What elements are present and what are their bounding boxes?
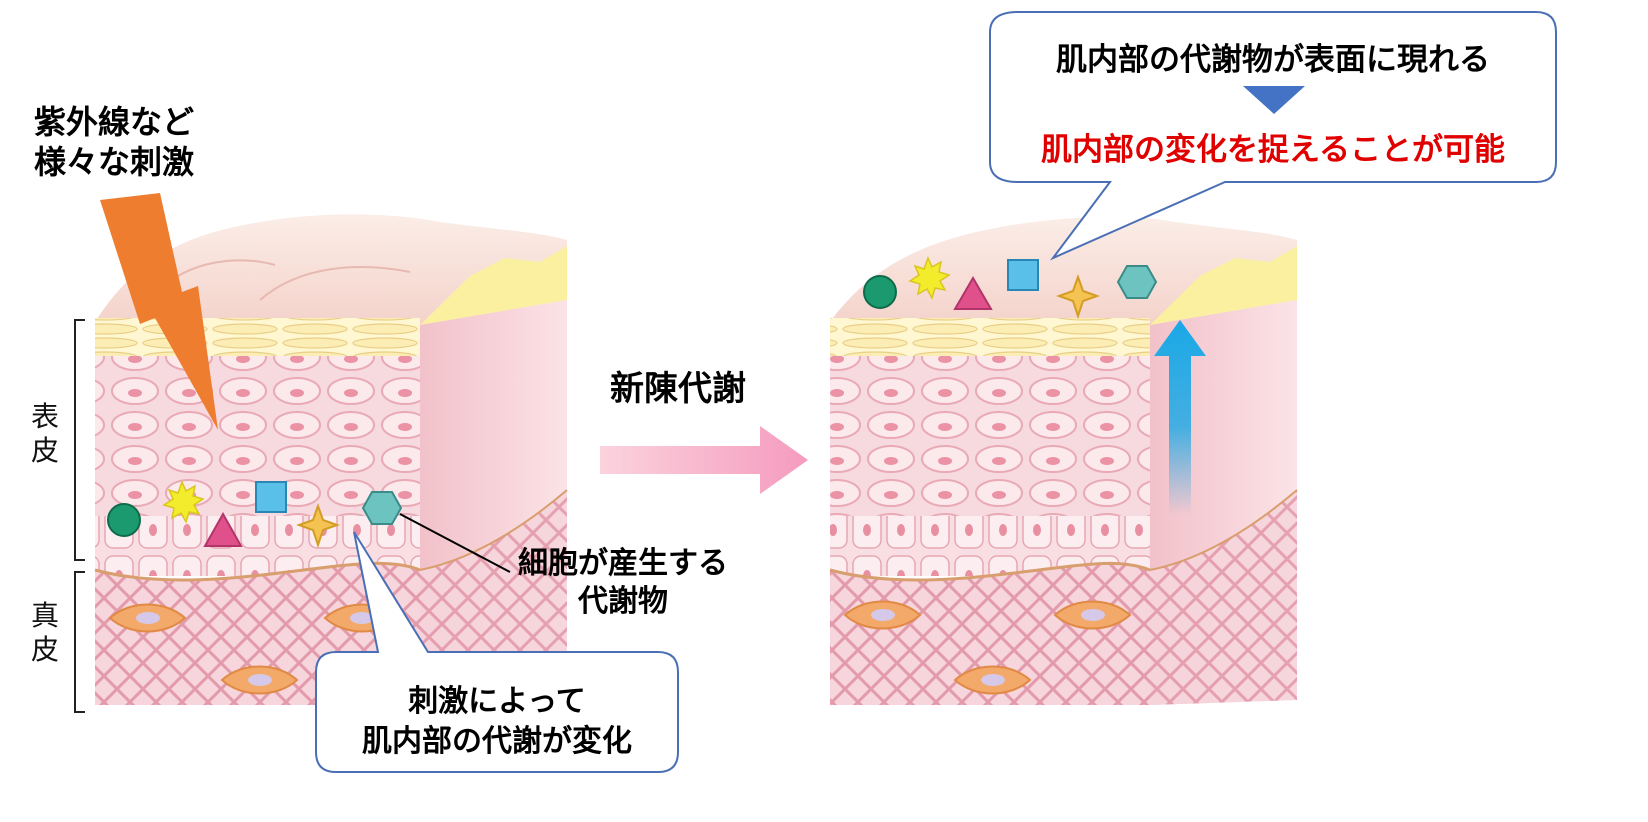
epidermis-bracket xyxy=(75,320,85,560)
change-bubble-line2: 肌内部の代謝が変化 xyxy=(316,716,678,760)
result-bubble-line1: 肌内部の代謝物が表面に現れる xyxy=(990,34,1556,79)
result-bubble-line2: 肌内部の変化を捉えることが可能 xyxy=(990,124,1556,169)
square-metabolite-icon xyxy=(1008,260,1038,290)
right-skin-block xyxy=(830,217,1297,705)
stimulus-label: 紫外線など 様々な刺激 xyxy=(34,102,194,182)
circle-metabolite-icon xyxy=(108,504,140,536)
metabolite-callout-line1: 細胞が産生する xyxy=(518,545,728,583)
epidermis-label: 表 皮 xyxy=(29,400,61,467)
epidermis-label-char2: 皮 xyxy=(29,434,61,468)
metabolite-callout-line2: 代謝物 xyxy=(518,583,728,621)
metabolite-callout: 細胞が産生する 代謝物 xyxy=(518,545,728,620)
process-label: 新陳代謝 xyxy=(610,368,746,411)
hexagon-metabolite-icon xyxy=(1118,266,1156,298)
epidermis-label-char1: 表 xyxy=(29,400,61,434)
dermis-label-char2: 皮 xyxy=(29,633,61,667)
dermis-label: 真 皮 xyxy=(29,599,61,666)
circle-metabolite-icon xyxy=(864,276,896,308)
change-bubble-line1: 刺激によって xyxy=(316,676,678,720)
hexagon-metabolite-icon xyxy=(363,492,401,524)
stimulus-label-line2: 様々な刺激 xyxy=(34,142,194,182)
pink-right-arrow-icon xyxy=(600,426,808,494)
dermis-bracket xyxy=(75,572,85,712)
change-bubble-text: 刺激によって 肌内部の代謝が変化 xyxy=(316,672,678,762)
result-bubble-text: 肌内部の代謝物が表面に現れる 肌内部の変化を捉えることが可能 xyxy=(990,12,1556,182)
stimulus-label-line1: 紫外線など xyxy=(34,102,194,142)
dermis-label-char1: 真 xyxy=(29,599,61,633)
square-metabolite-icon xyxy=(256,482,286,512)
